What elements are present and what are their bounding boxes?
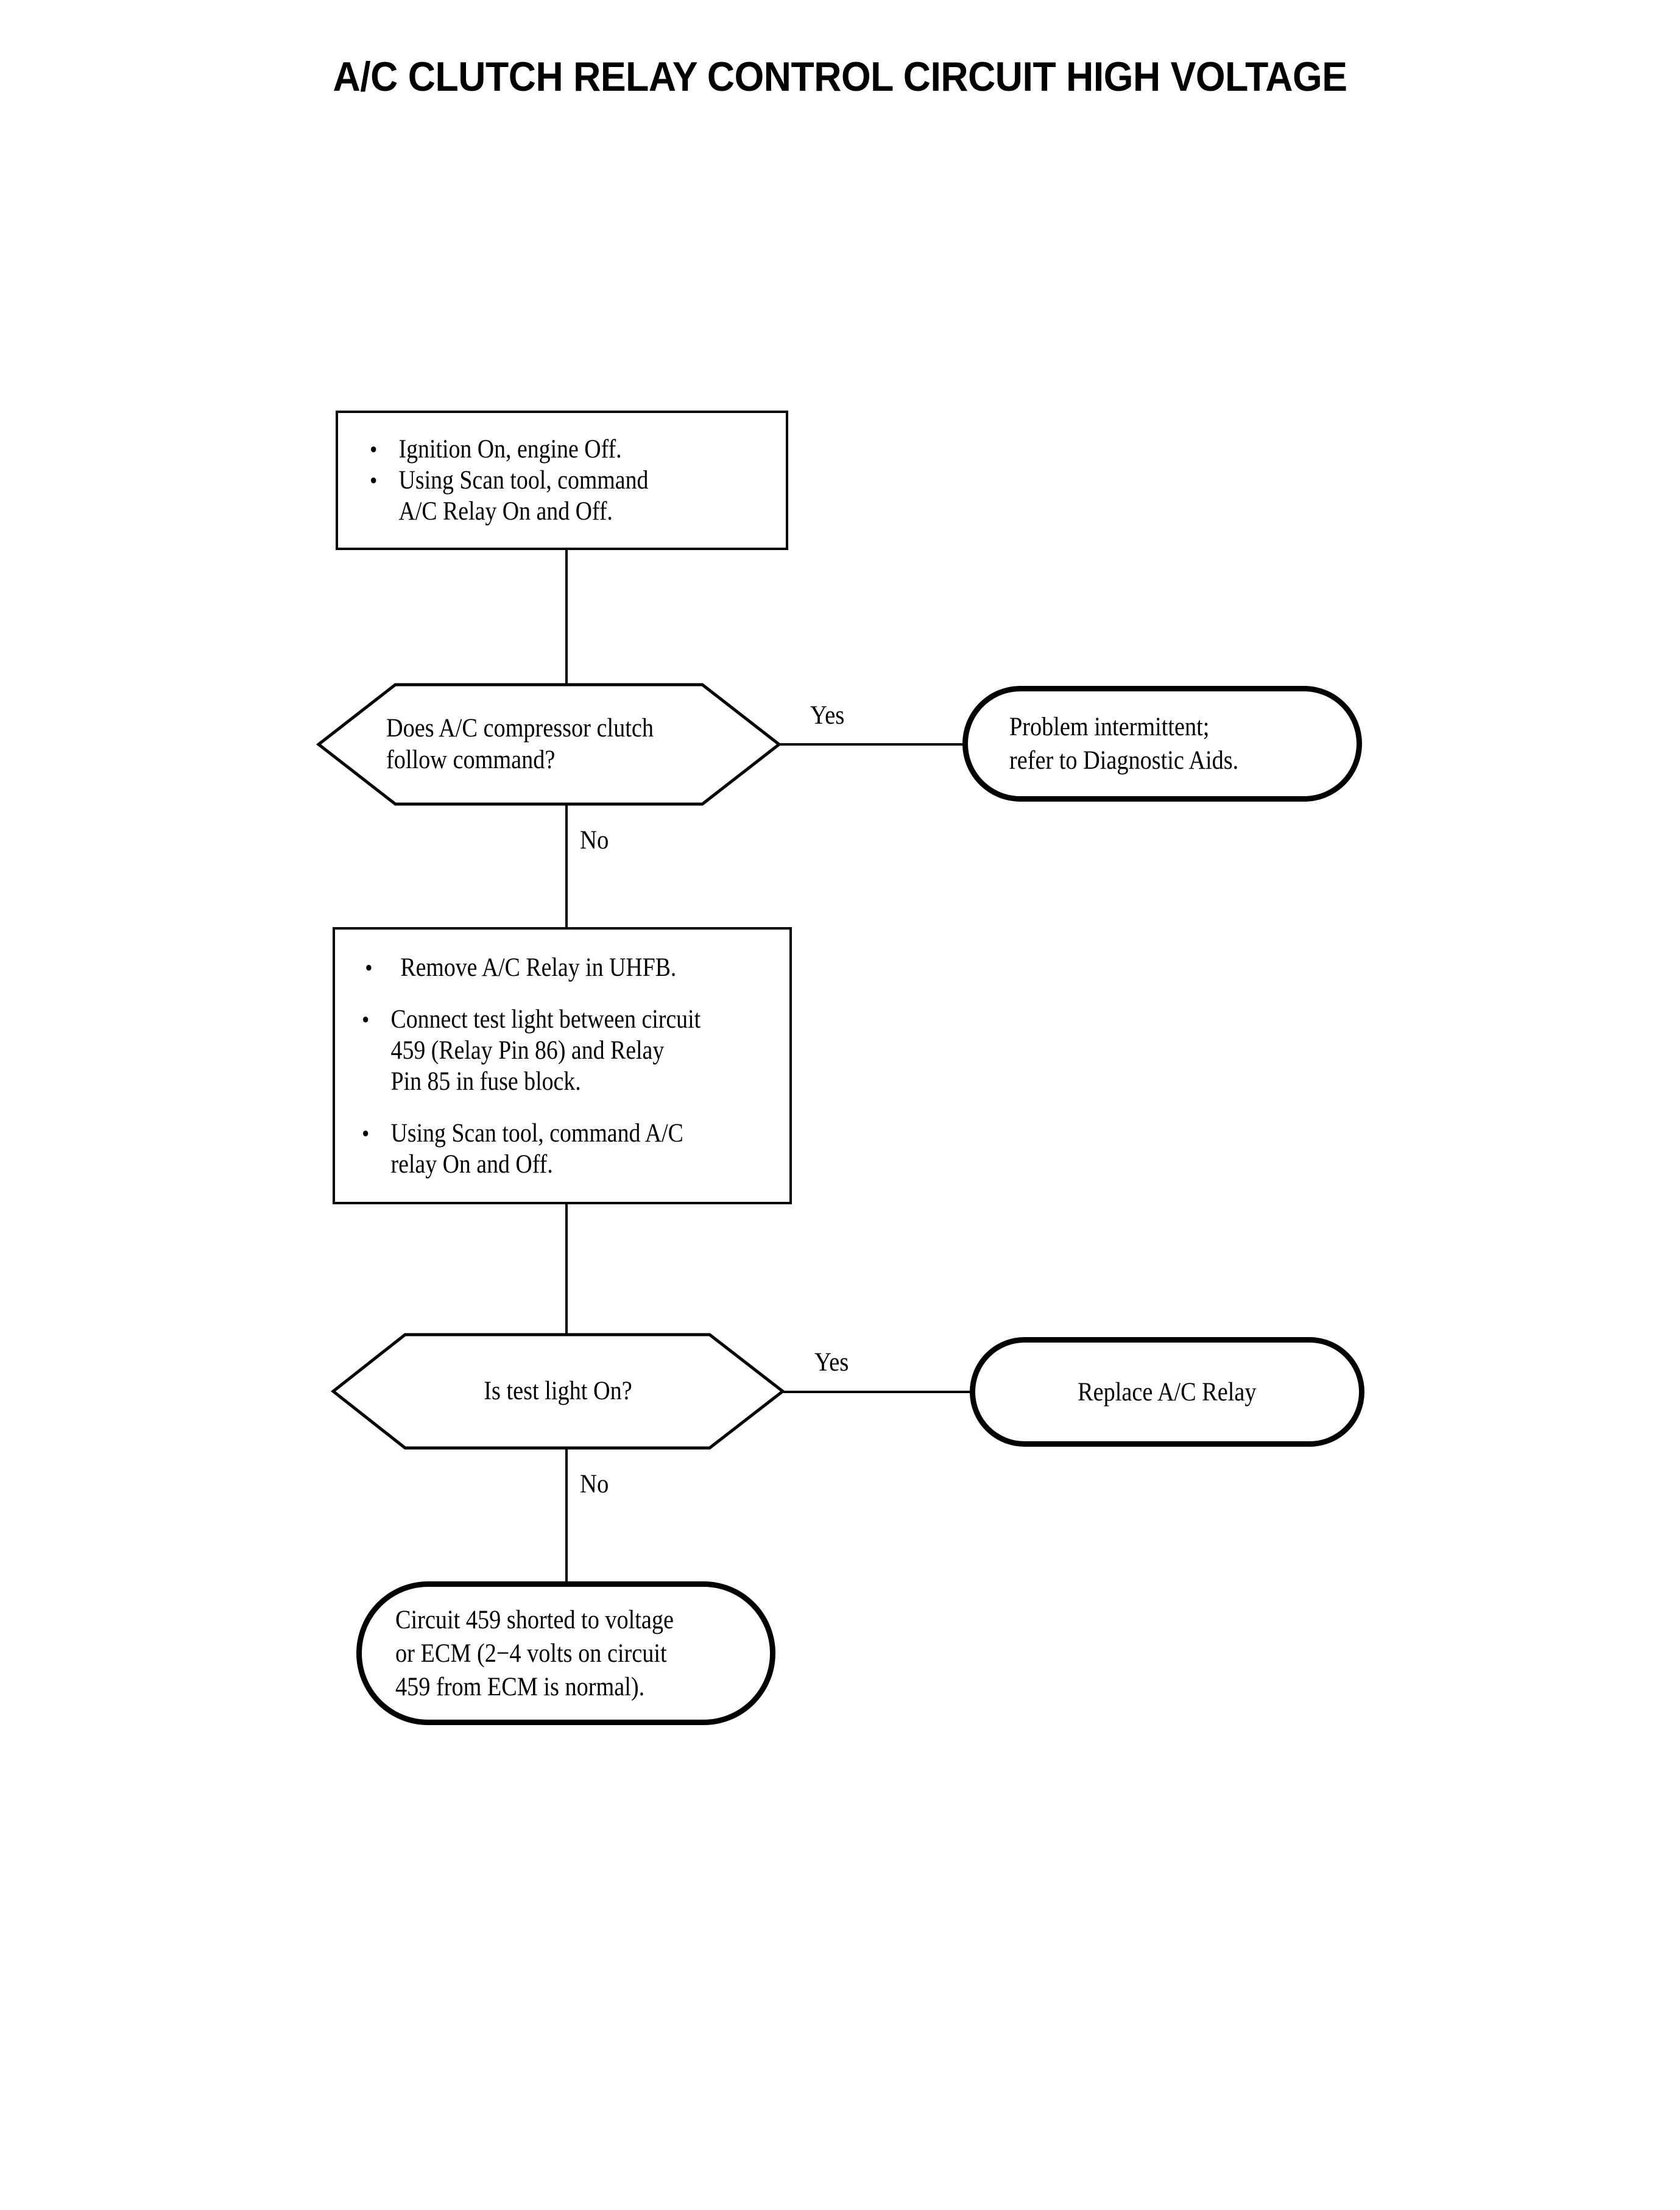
connector-decision1-no-to-step2 [565, 804, 568, 928]
edge-label-decision1-yes: Yes [810, 701, 845, 730]
connector-decision2-no-to-terminal3 [565, 1447, 568, 1583]
bullet-glyph: • [370, 467, 378, 494]
decision-hexagon-is-test-light-on: Is test light On? [330, 1333, 786, 1450]
bullet-glyph: • [365, 953, 373, 981]
edge-label-decision2-no: No [580, 1470, 609, 1499]
bullet-item: • Ignition On, engine Off. [370, 434, 736, 465]
decision-label: Is test light On? [484, 1377, 632, 1405]
decision-label: Does A/C compressor clutch follow comman… [386, 714, 654, 774]
bullet-item: • Using Scan tool, command A/C relay On … [362, 1118, 738, 1180]
hexagon-outline [330, 1333, 786, 1450]
connector-decision1-yes-to-terminal1 [780, 743, 964, 746]
terminator-replace-ac-relay: Replace A/C Relay [970, 1337, 1364, 1447]
page-title: A/C CLUTCH RELAY CONTROL CIRCUIT HIGH VO… [333, 53, 1347, 100]
process-box-remove-relay-test-light: • Remove A/C Relay in UHFB. • Connect te… [333, 927, 792, 1204]
bullet-item: • Connect test light between circuit 459… [362, 1004, 738, 1097]
process-box-ignition-scan: • Ignition On, engine Off. • Using Scan … [336, 411, 788, 550]
terminator-problem-intermittent: Problem intermittent; refer to Diagnosti… [962, 686, 1362, 802]
connector-decision2-yes-to-terminal2 [783, 1391, 972, 1393]
decision-hexagon-clutch-follows-command: Does A/C compressor clutch follow comman… [316, 683, 782, 806]
terminator-label: Replace A/C Relay [1078, 1377, 1257, 1407]
bullet-item: • Using Scan tool, command A/C Relay On … [370, 465, 736, 527]
connector-step2-to-decision2 [565, 1204, 568, 1335]
terminator-label: Circuit 459 shorted to voltage or ECM (2… [395, 1605, 674, 1701]
bullet-text: Ignition On, engine Off. [398, 435, 622, 464]
bullet-text: Connect test light between circuit 459 (… [390, 1004, 701, 1096]
bullet-glyph: • [370, 436, 378, 463]
bullet-text: Remove A/C Relay in UHFB. [400, 953, 677, 982]
bullet-glyph: • [362, 1119, 370, 1147]
bullet-text: Using Scan tool, command A/C Relay On an… [398, 466, 649, 526]
terminator-circuit-459-shorted: Circuit 459 shorted to voltage or ECM (2… [356, 1581, 775, 1725]
edge-label-decision1-no: No [580, 826, 609, 855]
hexagon-outline [316, 683, 782, 806]
bullet-glyph: • [362, 1005, 370, 1033]
bullet-item: • Remove A/C Relay in UHFB. [362, 952, 738, 983]
bullet-text: Using Scan tool, command A/C relay On an… [390, 1118, 683, 1179]
edge-label-decision2-yes: Yes [814, 1348, 849, 1377]
terminator-label: Problem intermittent; refer to Diagnosti… [1009, 713, 1239, 775]
connector-step1-to-decision1 [565, 550, 568, 686]
